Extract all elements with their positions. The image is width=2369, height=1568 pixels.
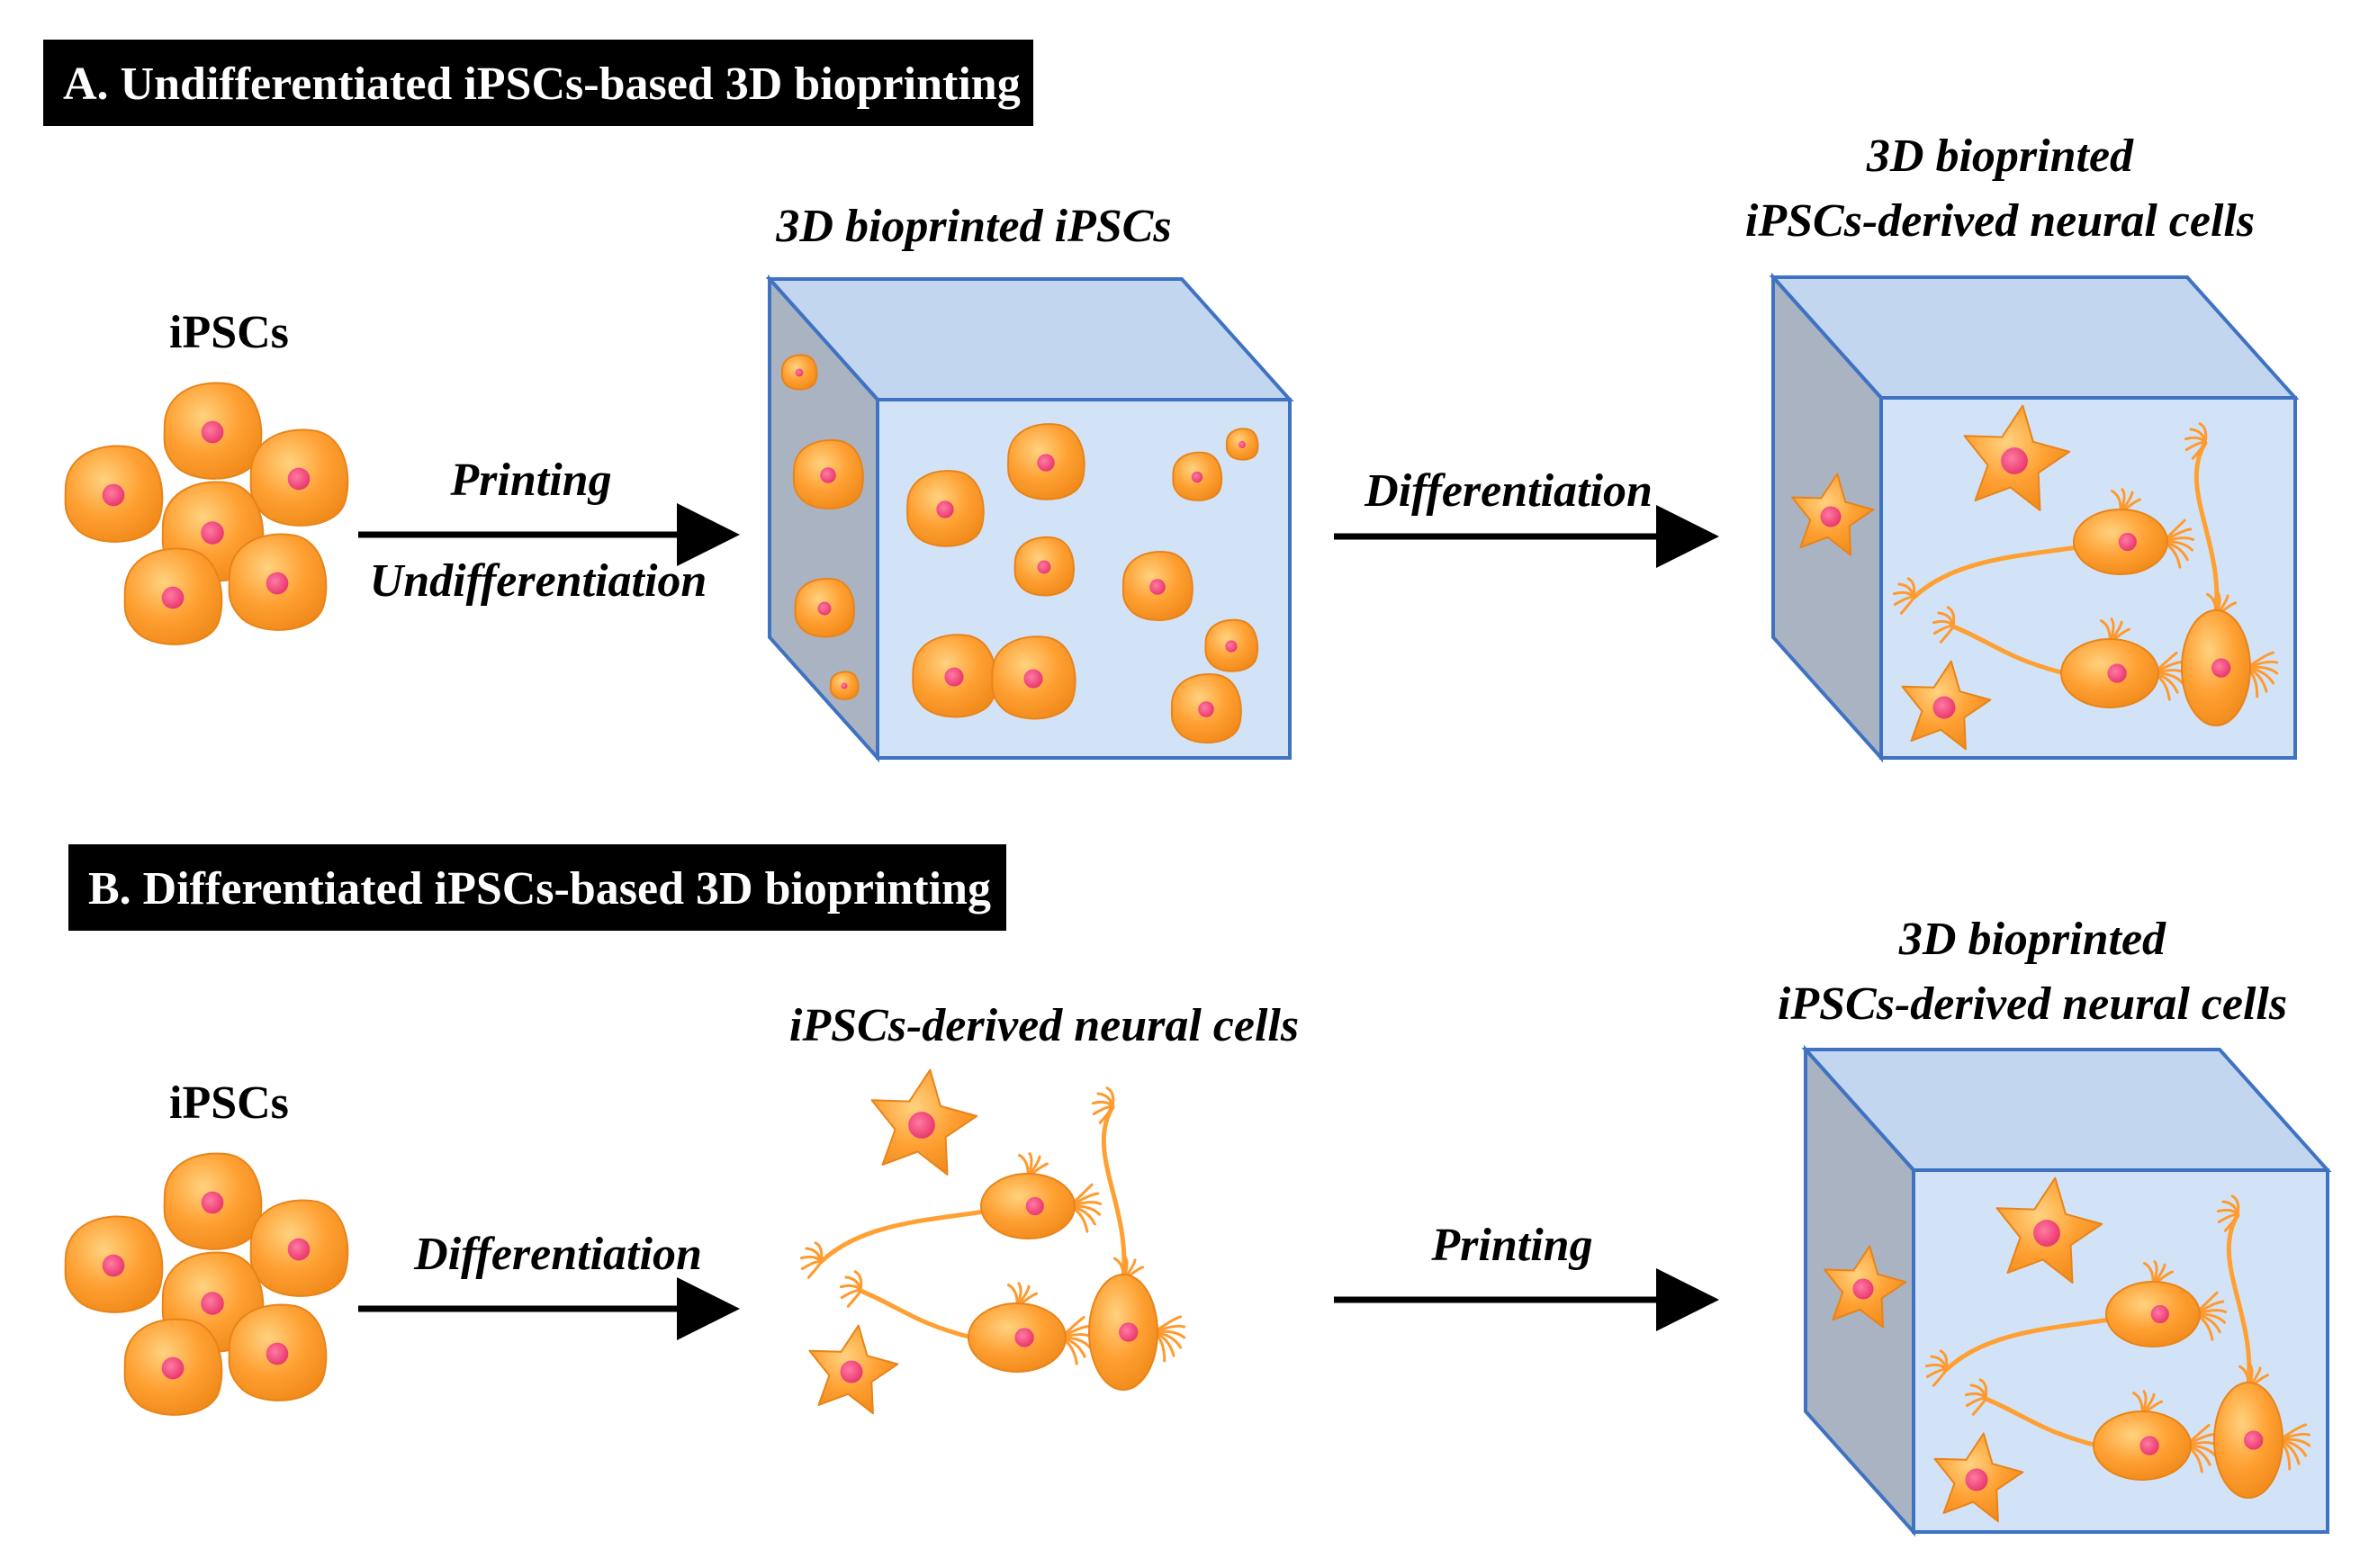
section-b-free-neural-cells	[799, 1068, 1186, 1415]
stem-cell	[912, 634, 997, 718]
section-b-arrow1-label: Differentiation	[413, 1229, 702, 1280]
stem-cell	[794, 577, 855, 638]
section-b-ipscs-label: iPSCs	[169, 1077, 289, 1129]
stem-cell	[1007, 423, 1085, 500]
neuron-cell	[1932, 606, 2186, 708]
astrocyte-cell	[1995, 1176, 2103, 1284]
astrocyte-cell	[1791, 473, 1875, 556]
stem-cell	[906, 470, 985, 547]
section-a-stage3-title-line1: 3D bioprinted	[1866, 131, 2134, 182]
stem-cell	[1013, 536, 1075, 597]
neuron-cell	[799, 1152, 1103, 1279]
stem-cell	[249, 1199, 349, 1297]
stem-cell	[123, 547, 223, 645]
stem-cell	[792, 439, 864, 509]
stem-cell	[780, 354, 818, 391]
section-a-banner	[43, 40, 1033, 126]
stem-cell	[1204, 618, 1259, 672]
stem-cell	[1225, 428, 1259, 461]
section-b-cube-neural	[1801, 1044, 2332, 1537]
section-a-ipsc-cluster	[64, 382, 349, 645]
neuron-cell	[1964, 1378, 2219, 1481]
stem-cell	[249, 428, 349, 527]
section-b: B. Differentiated iPSCs-based 3D bioprin…	[64, 844, 2332, 1537]
astrocyte-cell	[1933, 1432, 2024, 1523]
astrocyte-cell	[1824, 1245, 1907, 1329]
stem-cell	[163, 1152, 263, 1250]
section-b-banner	[68, 844, 1006, 931]
section-a-arrow1-top-label: Printing	[449, 455, 611, 506]
section-a-stage3-title-line2: iPSCs-derived neural cells	[1745, 195, 2255, 247]
neuron-cell	[2213, 1194, 2311, 1499]
stem-cell	[1172, 451, 1223, 501]
stem-cell	[163, 382, 263, 480]
section-a-arrow2-label: Differentiation	[1364, 465, 1653, 517]
stem-cell	[64, 445, 164, 543]
astrocyte-cell	[808, 1324, 899, 1415]
section-b-stage3-title-line1: 3D bioprinted	[1898, 914, 2166, 965]
section-b-banner-text: B. Differentiated iPSCs-based 3D bioprin…	[88, 863, 991, 915]
neuron-cell	[1924, 1260, 2228, 1387]
section-a-stage2-title: 3D bioprinted iPSCs	[775, 201, 1171, 252]
section-a-cube-neural	[1769, 272, 2300, 763]
astrocyte-cell	[1963, 404, 2071, 511]
stem-cell	[1121, 551, 1194, 621]
stem-cell	[1170, 673, 1242, 743]
section-a-ipscs-label: iPSCs	[169, 307, 289, 358]
stem-cell	[64, 1215, 164, 1313]
astrocyte-cell	[870, 1068, 978, 1176]
section-a: A. Undifferentiated iPSCs-based 3D biopr…	[43, 40, 2300, 763]
neuron-cell	[1088, 1086, 1186, 1391]
section-b-ipsc-cluster	[64, 1152, 349, 1416]
section-b-stage2-title: iPSCs-derived neural cells	[789, 1000, 1299, 1051]
section-a-banner-text: A. Undifferentiated iPSCs-based 3D biopr…	[63, 59, 1021, 110]
stem-cell	[228, 533, 328, 631]
stem-cell	[991, 635, 1076, 720]
section-a-arrow1-bottom-label: Undifferentiation	[370, 555, 707, 607]
section-a-cube-ipscs	[765, 274, 1294, 763]
astrocyte-cell	[1901, 660, 1992, 751]
neuron-cell	[1892, 488, 2195, 615]
stem-cell	[123, 1318, 223, 1416]
section-b-stage3-title-line2: iPSCs-derived neural cells	[1778, 978, 2287, 1030]
neuron-cell	[2181, 422, 2279, 726]
stem-cell	[829, 671, 860, 700]
neuron-cell	[839, 1270, 1094, 1373]
section-b-arrow2-label: Printing	[1430, 1220, 1592, 1271]
stem-cell	[228, 1303, 328, 1401]
